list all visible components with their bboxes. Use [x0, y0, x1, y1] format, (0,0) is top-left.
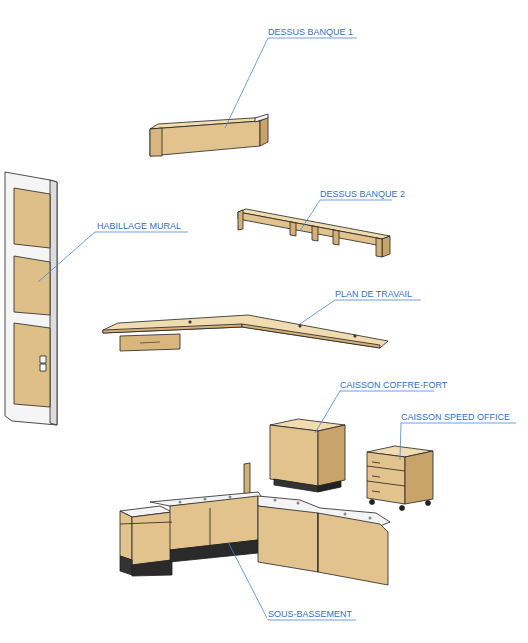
fixing-holes [179, 496, 372, 520]
leader-lines [38, 38, 516, 620]
plan-de-travail [103, 315, 388, 351]
part-label: CAISSON SPEED OFFICE [400, 412, 511, 422]
sous-bassement [120, 463, 390, 585]
habillage-mural [5, 172, 57, 425]
part-label: HABILLAGE MURAL [96, 221, 182, 231]
part-label: CAISSON COFFRE-FORT [339, 380, 448, 390]
dessus-banque-2 [238, 209, 390, 257]
part-label: PLAN DE TRAVAIL [334, 289, 413, 299]
part-label: DESSUS BANQUE 2 [319, 189, 406, 199]
part-label: SOUS-BASSEMENT [267, 609, 353, 619]
part-label: DESSUS BANQUE 1 [267, 27, 354, 37]
dessus-banque-1 [150, 114, 268, 156]
caisson-coffre-fort [270, 419, 345, 492]
